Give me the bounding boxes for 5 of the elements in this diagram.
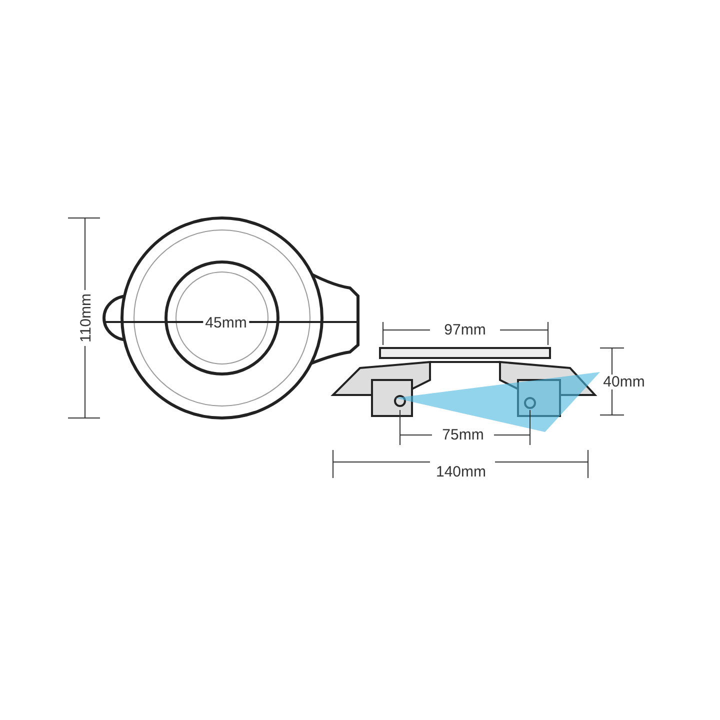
dimension-label: 75mm <box>440 428 486 442</box>
dimension-label: 40mm <box>601 374 647 390</box>
dimension-label: 110mm <box>78 292 94 344</box>
dimension-label: 97mm <box>442 322 488 338</box>
dimension-label: 45mm <box>203 316 249 330</box>
